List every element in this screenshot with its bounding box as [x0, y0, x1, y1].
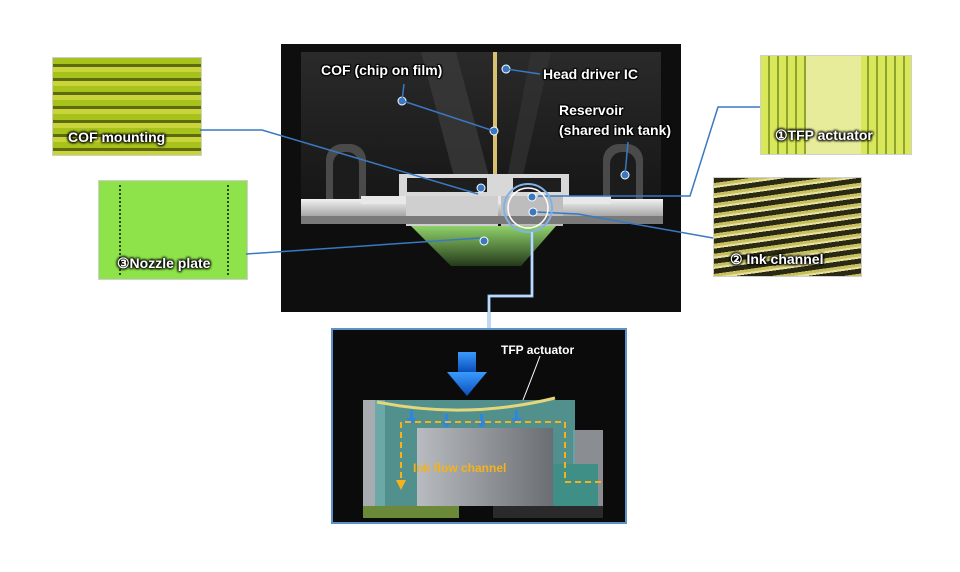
- tfp-actuator-thumbnail: ①TFP actuator: [760, 55, 912, 155]
- nozzle-dots-right: [227, 185, 229, 275]
- head-driver-ic-label: Head driver IC: [543, 66, 638, 82]
- reservoir-label: Reservoir: [559, 102, 624, 118]
- detail-panel: TFP actuator Ink flow channel: [331, 328, 627, 524]
- ink-flow-channel-label: Ink flow channel: [413, 461, 507, 475]
- nozzle-plate-thumbnail: ③Nozzle plate: [98, 180, 248, 280]
- cof-mounting-thumbnail: COF mounting: [52, 57, 202, 156]
- tfp-actuator-label: ①TFP actuator: [775, 127, 873, 143]
- cof-label: COF (chip on film): [321, 62, 443, 78]
- detail-illustration: [363, 352, 603, 518]
- nozzle-plate-label: ③Nozzle plate: [117, 255, 211, 271]
- ink-channel-thumbnail: ② Ink channel: [713, 177, 862, 277]
- nozzle-dots-left: [119, 185, 121, 275]
- tfp-actuator-center-band: [806, 56, 861, 154]
- ink-channel-label: ② Ink channel: [730, 251, 824, 267]
- head-structure-illustration: [301, 52, 663, 266]
- detail-tfp-actuator-label: TFP actuator: [501, 343, 575, 357]
- main-cross-section: COF (chip on film) Head driver IC Reserv…: [281, 44, 681, 312]
- reservoir-sublabel: (shared ink tank): [559, 122, 672, 138]
- cof-mounting-label: COF mounting: [68, 129, 166, 145]
